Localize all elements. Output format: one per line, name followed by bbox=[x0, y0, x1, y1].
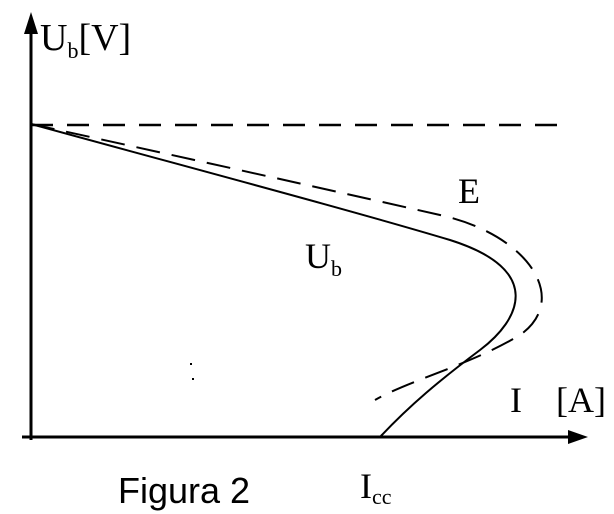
curve-e-label: E bbox=[458, 171, 480, 211]
x-axis-label-main: I bbox=[510, 380, 522, 420]
y-axis-label-unit: [V] bbox=[78, 17, 131, 59]
speck bbox=[192, 378, 194, 380]
curve-ub-label: Ub bbox=[305, 236, 342, 281]
icc-label-sub: cc bbox=[372, 484, 392, 509]
icc-label-main: I bbox=[360, 466, 372, 506]
figure-caption: Figura 2 bbox=[118, 470, 250, 511]
x-axis-label-unit: [A] bbox=[556, 380, 606, 420]
y-axis-label-sub: b bbox=[67, 38, 78, 63]
curve-ub-solid bbox=[30, 123, 517, 438]
curve-e-dashed bbox=[30, 123, 543, 401]
y-axis-label: Ub[V] bbox=[40, 17, 131, 63]
y-axis-arrowhead bbox=[24, 12, 38, 34]
speck bbox=[190, 363, 192, 365]
y-axis-label-main: U bbox=[40, 17, 67, 59]
icc-label: Icc bbox=[360, 466, 392, 509]
curve-ub-label-sub: b bbox=[331, 256, 342, 281]
curve-ub-label-main: U bbox=[305, 236, 331, 276]
x-axis-arrowhead bbox=[568, 430, 588, 444]
